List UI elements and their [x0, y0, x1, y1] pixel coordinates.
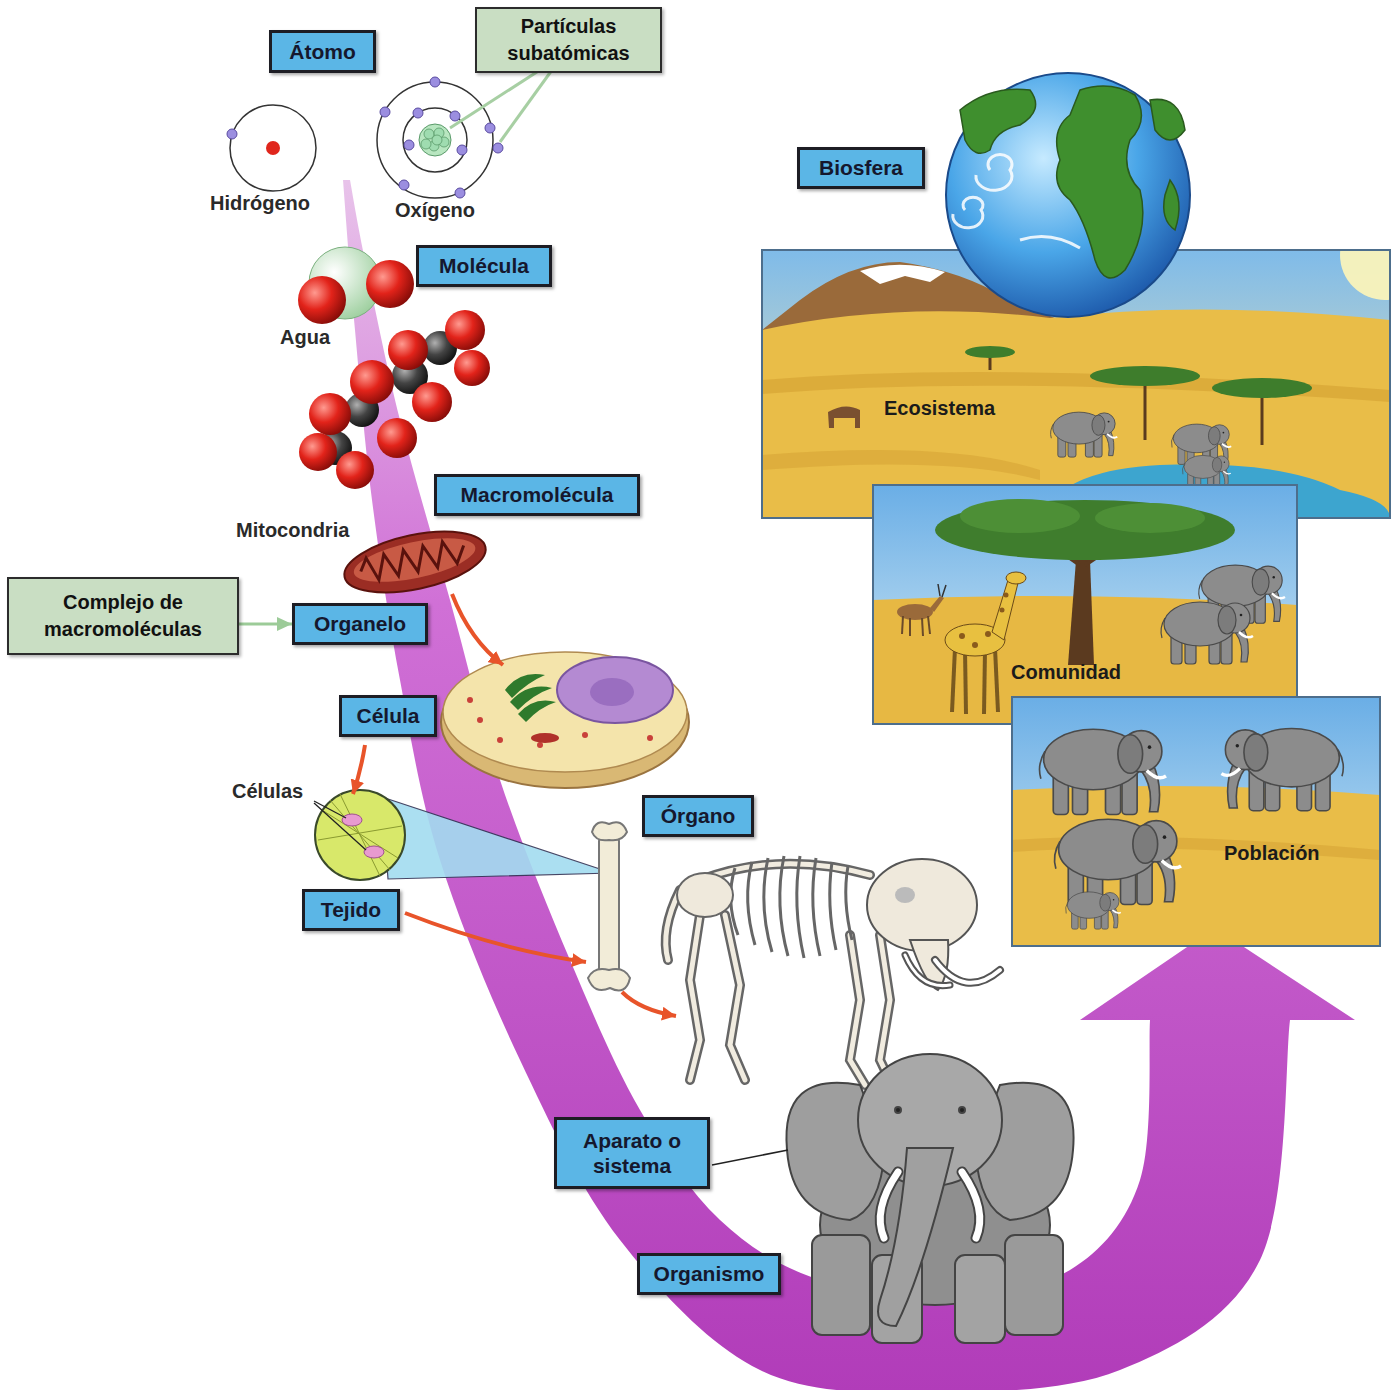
animal-cell	[441, 652, 689, 788]
scene-panel: Ecosistema	[762, 250, 1390, 518]
level-name: Átomo	[289, 39, 356, 64]
level-box: Macromolécula	[434, 474, 640, 516]
oxygen-atom	[377, 77, 503, 198]
level-box: Tejido	[302, 889, 400, 931]
level-name: Organelo	[314, 611, 406, 636]
level-name: Órgano	[661, 803, 736, 828]
level-box: Molécula	[416, 245, 552, 287]
scene-name: Población	[1224, 842, 1320, 865]
level-box: Célula	[339, 695, 437, 737]
hydrogen-atom	[227, 105, 316, 191]
level-box: Aparato o sistema	[554, 1117, 710, 1189]
orange-arrows	[353, 594, 676, 1016]
level-name: Macromolécula	[461, 482, 614, 507]
level-name: Célula	[356, 703, 419, 728]
level-box: Complejo de macromoléculas	[7, 577, 239, 655]
scene-name: Comunidad	[1011, 661, 1121, 684]
tissue	[314, 790, 612, 880]
level-box: Organismo	[637, 1253, 781, 1295]
scene-name: Ecosistema	[884, 397, 995, 420]
globe	[946, 73, 1190, 317]
elephant	[786, 1054, 1073, 1343]
bone	[588, 822, 630, 990]
connector-arrow	[239, 623, 292, 626]
structure-label: Hidrógeno	[210, 192, 310, 215]
level-name: Tejido	[321, 897, 381, 922]
level-name: Organismo	[654, 1261, 765, 1286]
structure-label: Agua	[280, 326, 330, 349]
level-name: Partículas subatómicas	[483, 13, 654, 67]
structure-label: Células	[232, 780, 303, 803]
level-box: Partículas subatómicas	[475, 7, 662, 73]
level-name: Complejo de macromoléculas	[15, 589, 231, 643]
skeleton	[666, 856, 1000, 1085]
level-name: Biosfera	[819, 155, 903, 180]
level-box: Órgano	[642, 795, 754, 837]
level-name: Aparato o sistema	[563, 1128, 701, 1178]
water-molecule	[298, 247, 414, 324]
system-leader	[712, 1150, 788, 1165]
mitochondrion	[339, 521, 491, 604]
level-box: Átomo	[269, 30, 376, 73]
level-name: Molécula	[439, 253, 529, 278]
structure-label: Mitocondria	[236, 519, 349, 542]
population-scene	[1012, 697, 1380, 946]
structure-label: Oxígeno	[395, 199, 475, 222]
level-box: Organelo	[292, 603, 428, 645]
subatomic-leaders	[450, 70, 552, 142]
scene-panel: Comunidad	[873, 485, 1297, 724]
level-box: Biosfera	[797, 147, 925, 189]
community-scene	[873, 485, 1297, 724]
scene-panel: Población	[1012, 697, 1380, 946]
